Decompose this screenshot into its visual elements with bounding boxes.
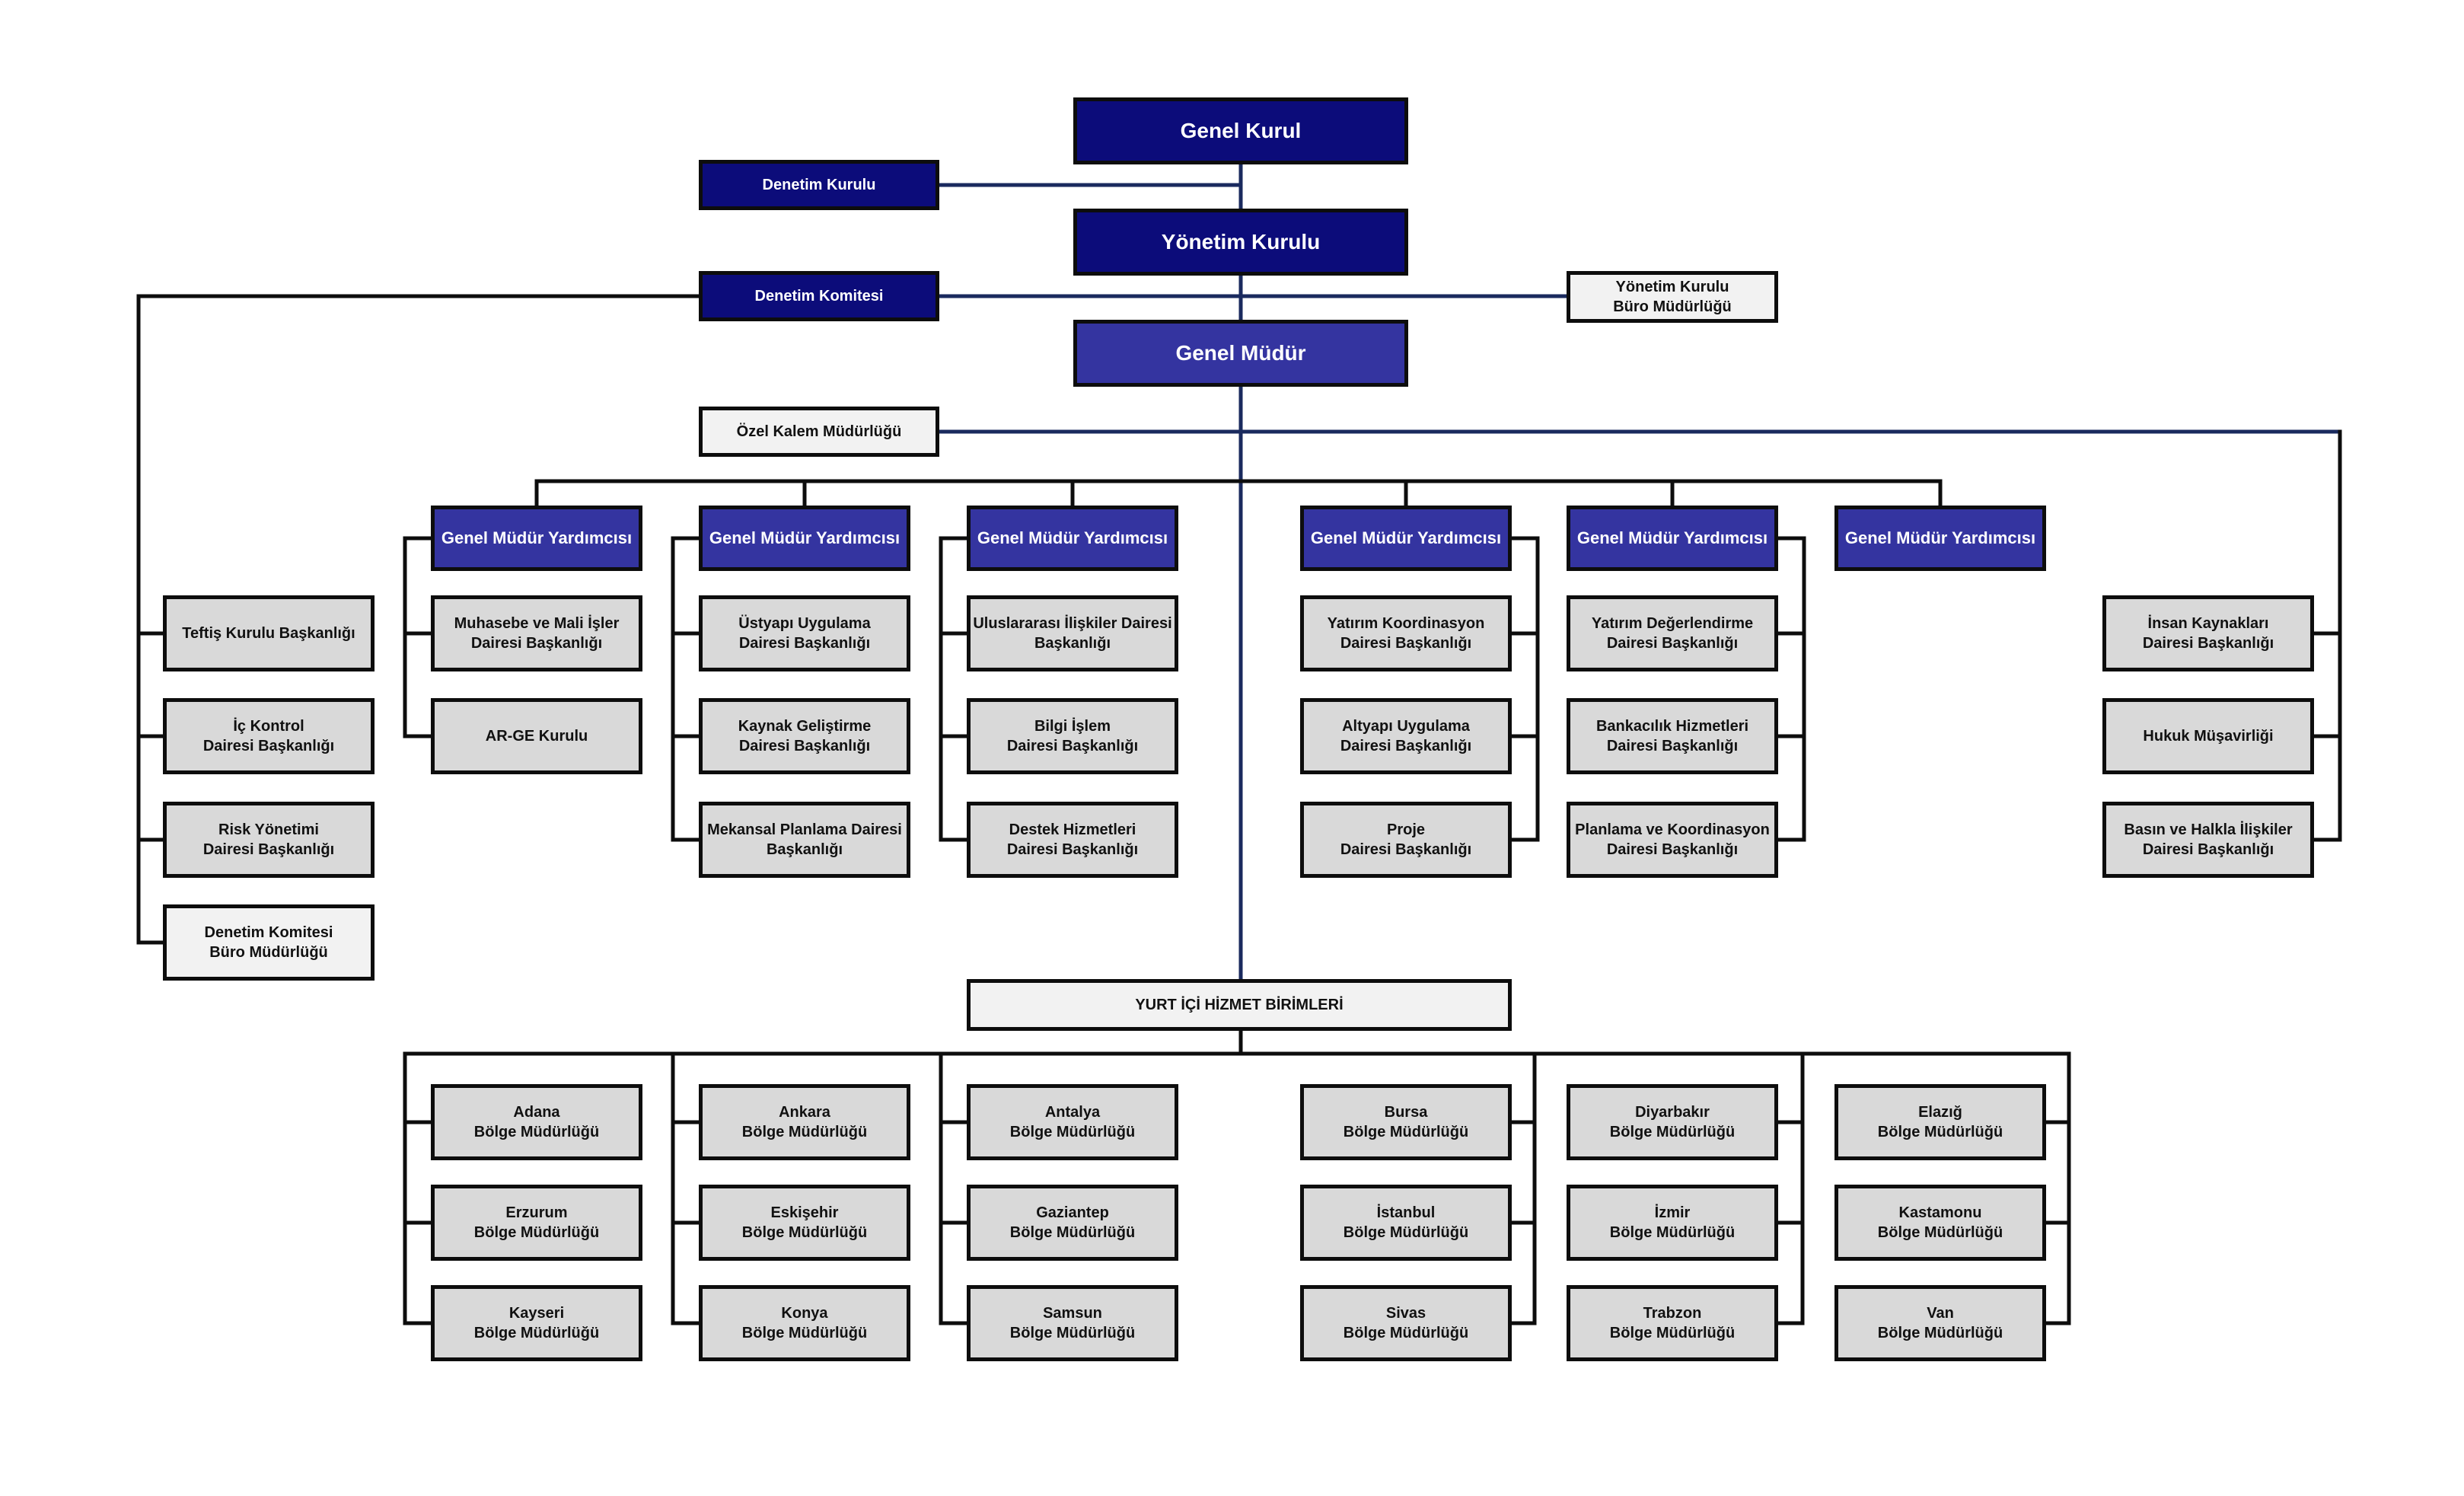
regional-office-box: İstanbul Bölge Müdürlüğü	[1300, 1185, 1512, 1261]
department-box: Planlama ve Koordinasyon Dairesi Başkanl…	[1567, 802, 1778, 878]
gmy-box: Genel Müdür Yardımcısı	[699, 506, 910, 571]
regional-office-box: Bursa Bölge Müdürlüğü	[1300, 1084, 1512, 1160]
left-unit-box: İç Kontrol Dairesi Başkanlığı	[163, 698, 375, 774]
yonetim-kurulu-buro-box: Yönetim Kurulu Büro Müdürlüğü	[1567, 271, 1778, 323]
department-box: AR-GE Kurulu	[431, 698, 642, 774]
denetim-komitesi-box: Denetim Komitesi	[699, 271, 939, 321]
regional-office-box: Ankara Bölge Müdürlüğü	[699, 1084, 910, 1160]
gmy-box: Genel Müdür Yardımcısı	[967, 506, 1178, 571]
gmy-box: Genel Müdür Yardımcısı	[1300, 506, 1512, 571]
yurt-ici-header-box: YURT İÇİ HİZMET BİRİMLERİ	[967, 979, 1512, 1031]
regional-office-box: Antalya Bölge Müdürlüğü	[967, 1084, 1178, 1160]
department-box: Altyapı Uygulama Dairesi Başkanlığı	[1300, 698, 1512, 774]
regional-office-box: Gaziantep Bölge Müdürlüğü	[967, 1185, 1178, 1261]
department-box: Bilgi İşlem Dairesi Başkanlığı	[967, 698, 1178, 774]
department-box: Mekansal Planlama Dairesi Başkanlığı	[699, 802, 910, 878]
left-unit-box: Risk Yönetimi Dairesi Başkanlığı	[163, 802, 375, 878]
yonetim-kurulu-box: Yönetim Kurulu	[1073, 209, 1408, 276]
regional-office-box: Eskişehir Bölge Müdürlüğü	[699, 1185, 910, 1261]
left-unit-box: Denetim Komitesi Büro Müdürlüğü	[163, 904, 375, 981]
department-box: Üstyapı Uygulama Dairesi Başkanlığı	[699, 595, 910, 671]
regional-office-box: Elazığ Bölge Müdürlüğü	[1834, 1084, 2046, 1160]
gmy-box: Genel Müdür Yardımcısı	[1567, 506, 1778, 571]
department-box: Proje Dairesi Başkanlığı	[1300, 802, 1512, 878]
regional-office-box: Trabzon Bölge Müdürlüğü	[1567, 1285, 1778, 1361]
right-unit-box: Basın ve Halkla İlişkiler Dairesi Başkan…	[2102, 802, 2314, 878]
regional-office-box: Samsun Bölge Müdürlüğü	[967, 1285, 1178, 1361]
right-unit-box: Hukuk Müşavirliği	[2102, 698, 2314, 774]
gmy-box: Genel Müdür Yardımcısı	[431, 506, 642, 571]
regional-office-box: Konya Bölge Müdürlüğü	[699, 1285, 910, 1361]
department-box: Yatırım Değerlendirme Dairesi Başkanlığı	[1567, 595, 1778, 671]
regional-office-box: Kayseri Bölge Müdürlüğü	[431, 1285, 642, 1361]
regional-office-box: Diyarbakır Bölge Müdürlüğü	[1567, 1084, 1778, 1160]
regional-office-box: Sivas Bölge Müdürlüğü	[1300, 1285, 1512, 1361]
ozel-kalem-box: Özel Kalem Müdürlüğü	[699, 407, 939, 457]
department-box: Yatırım Koordinasyon Dairesi Başkanlığı	[1300, 595, 1512, 671]
right-unit-box: İnsan Kaynakları Dairesi Başkanlığı	[2102, 595, 2314, 671]
denetim-kurulu-box: Denetim Kurulu	[699, 160, 939, 210]
department-box: Uluslararası İlişkiler Dairesi Başkanlığ…	[967, 595, 1178, 671]
regional-office-box: Van Bölge Müdürlüğü	[1834, 1285, 2046, 1361]
department-box: Destek Hizmetleri Dairesi Başkanlığı	[967, 802, 1178, 878]
left-unit-box: Teftiş Kurulu Başkanlığı	[163, 595, 375, 671]
genel-mudur-box: Genel Müdür	[1073, 320, 1408, 387]
department-box: Muhasebe ve Mali İşler Dairesi Başkanlığ…	[431, 595, 642, 671]
department-box: Bankacılık Hizmetleri Dairesi Başkanlığı	[1567, 698, 1778, 774]
regional-office-box: Kastamonu Bölge Müdürlüğü	[1834, 1185, 2046, 1261]
regional-office-box: Adana Bölge Müdürlüğü	[431, 1084, 642, 1160]
regional-office-box: Erzurum Bölge Müdürlüğü	[431, 1185, 642, 1261]
genel-kurul-box: Genel Kurul	[1073, 97, 1408, 164]
gmy-box: Genel Müdür Yardımcısı	[1834, 506, 2046, 571]
regional-office-box: İzmir Bölge Müdürlüğü	[1567, 1185, 1778, 1261]
department-box: Kaynak Geliştirme Dairesi Başkanlığı	[699, 698, 910, 774]
